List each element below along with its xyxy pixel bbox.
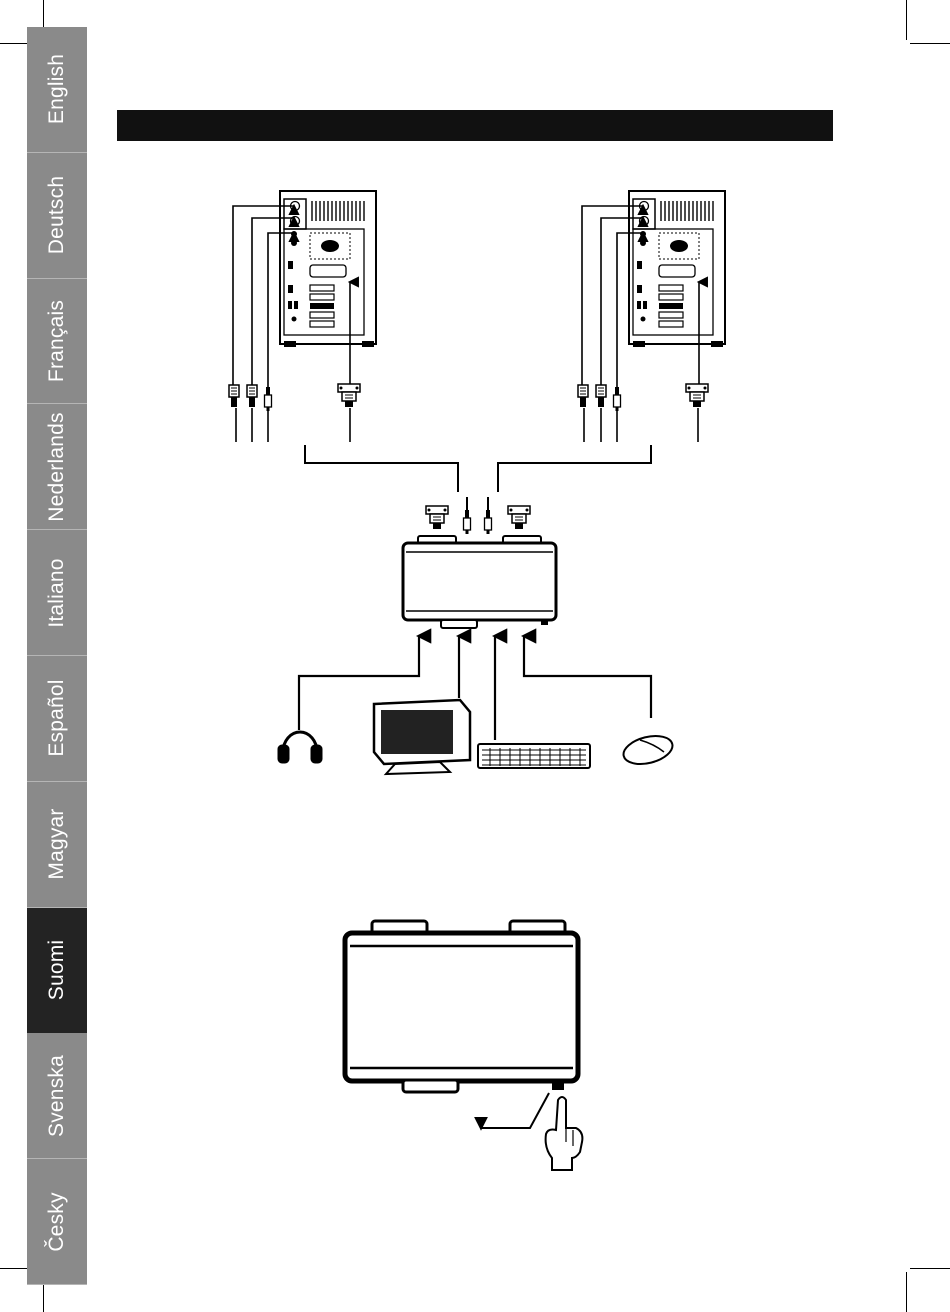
computer-1 xyxy=(280,191,376,347)
press-button-hand-icon xyxy=(481,1093,582,1170)
mouse-icon xyxy=(621,731,676,768)
computer-2 xyxy=(629,191,725,347)
keyboard-icon xyxy=(478,744,590,768)
monitor-icon xyxy=(374,700,470,774)
kvm-switch-device xyxy=(403,536,556,628)
headphones-icon xyxy=(279,732,321,762)
kvm-switch-large xyxy=(345,921,578,1092)
